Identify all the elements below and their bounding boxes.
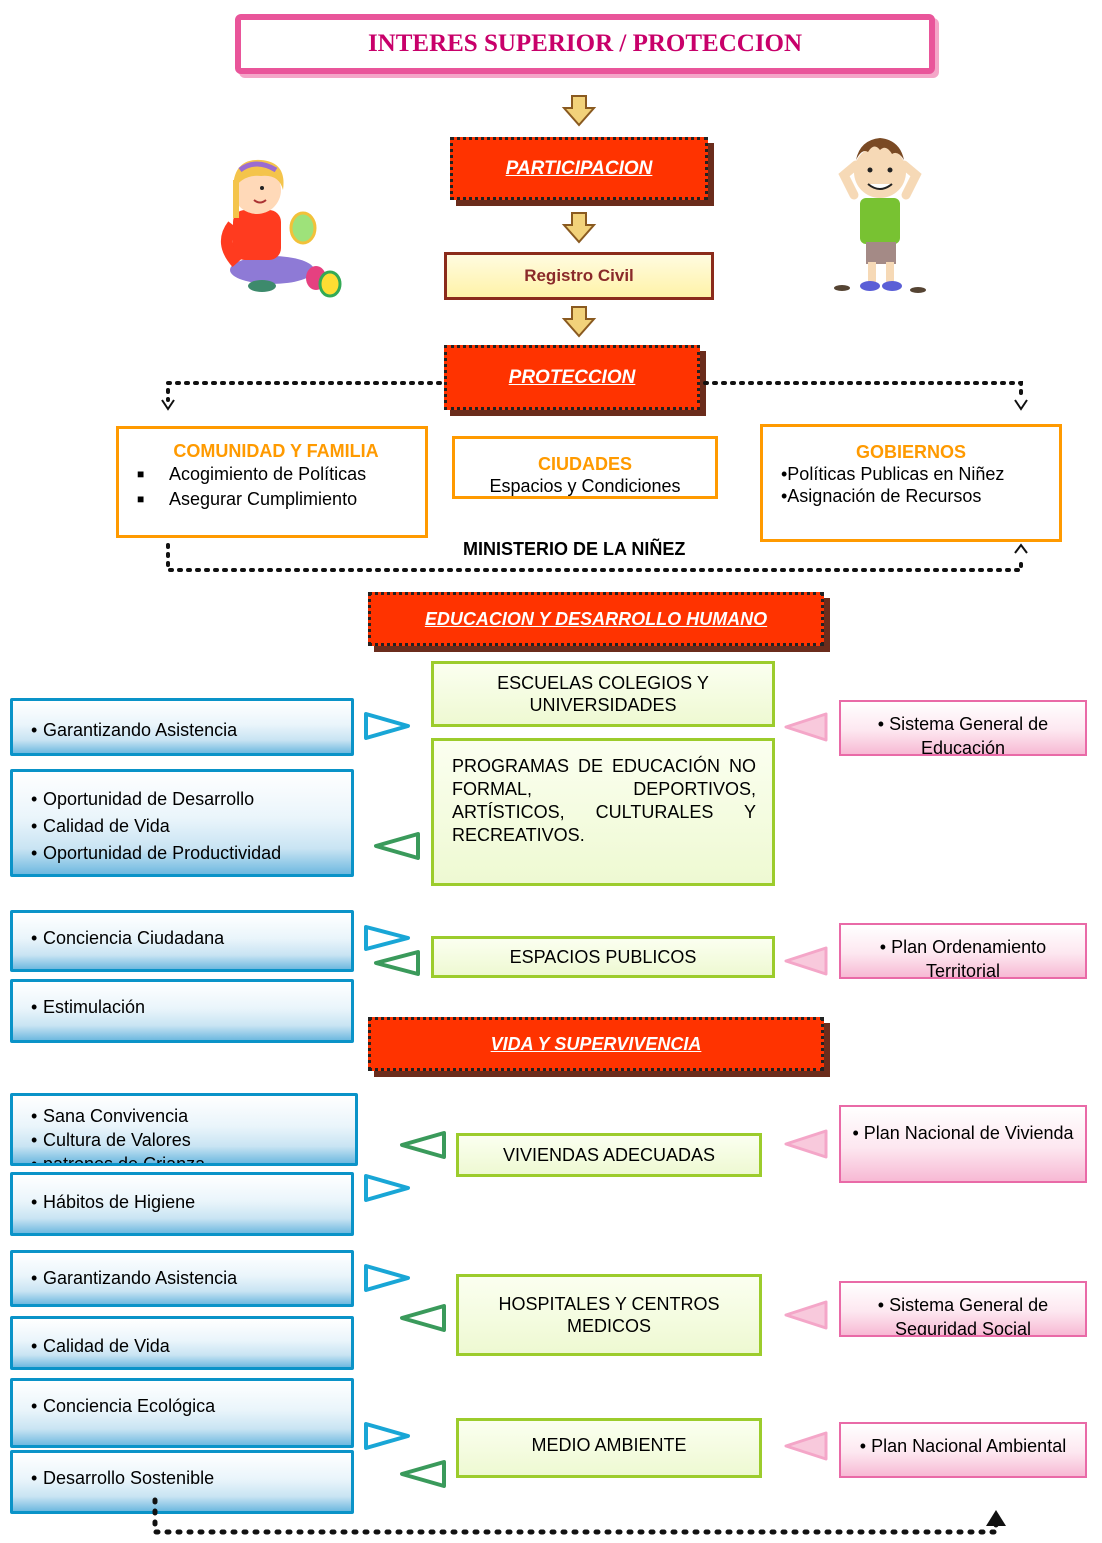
arrow-head-icon [1014, 543, 1028, 554]
arrow-right-icon [364, 1264, 410, 1292]
left-box-higiene: •Hábitos de Higiene [10, 1172, 354, 1236]
arrow-left-icon [374, 950, 420, 976]
list-item: •Conciencia Ecológica [31, 1396, 216, 1416]
comunidad-item: ■Acogimiento de Políticas [137, 464, 367, 484]
gobiernos-box: GOBIERNOS •Políticas Publicas en Niñez •… [760, 424, 1062, 542]
sistema-educacion-box: • Sistema General de Educación [839, 700, 1087, 756]
participacion-header: PARTICIPACION [450, 137, 708, 200]
list-item: •Hábitos de Higiene [31, 1192, 196, 1212]
plan-ordenamiento-box: • Plan Ordenamiento Territorial [839, 923, 1087, 979]
comunidad-title: COMUNIDAD Y FAMILIA [173, 441, 379, 461]
down-arrow-icon [561, 306, 597, 338]
medio-ambiente-box: MEDIO AMBIENTE [456, 1418, 762, 1478]
list-item: •Conciencia Ciudadana [31, 928, 225, 948]
list-item: •Calidad de Vida [31, 816, 170, 836]
educacion-header: EDUCACION Y DESARROLLO HUMANO [368, 592, 824, 646]
dotted-connector-top [166, 381, 1023, 402]
espacios-publicos-box: ESPACIOS PUBLICOS [431, 936, 775, 978]
list-item: •Estimulación [31, 997, 146, 1017]
list-item: •Sana Convivencia [31, 1106, 189, 1126]
dotted-connector-ministerio [166, 543, 1023, 572]
viviendas-box: VIVIENDAS ADECUADAS [456, 1133, 762, 1177]
arrow-head-icon [161, 399, 175, 411]
list-item: •Cultura de Valores [31, 1130, 191, 1150]
sistema-seguridad-box: • Sistema General de Seguridad Social [839, 1281, 1087, 1337]
comunidad-item: ■Asegurar Cumplimiento [137, 489, 358, 509]
list-item: •Oportunidad de Desarrollo [31, 789, 255, 809]
arrow-up-icon [986, 1510, 1006, 1526]
down-arrow-icon [561, 212, 597, 244]
gobiernos-title: GOBIERNOS [855, 442, 966, 462]
left-box-desarrollo: •Oportunidad de Desarrollo •Calidad de V… [10, 769, 354, 877]
vida-header: VIDA Y SUPERVIVENCIA [368, 1017, 824, 1071]
arrow-head-icon [1014, 399, 1028, 411]
gobiernos-item: •Asignación de Recursos [781, 486, 982, 506]
arrow-left-icon [784, 1431, 828, 1461]
ciudades-text: Espacios y Condiciones [489, 476, 681, 496]
ciudades-title: CIUDADES [537, 454, 632, 474]
arrow-left-icon [784, 946, 828, 976]
arrow-left-icon [784, 1300, 828, 1330]
gobiernos-item: •Políticas Publicas en Niñez [781, 464, 1005, 484]
arrow-right-icon [364, 925, 410, 951]
down-arrow-icon [561, 95, 597, 127]
arrow-left-icon [374, 832, 420, 860]
list-item: •Garantizando Asistencia [31, 1268, 238, 1288]
list-item: •patrones de Crianza [31, 1154, 206, 1166]
left-box-garantizando-1: •Garantizando Asistencia [10, 698, 354, 756]
list-item: •Calidad de Vida [31, 1336, 170, 1356]
arrow-right-icon [364, 1174, 410, 1202]
plan-ambiental-box: • Plan Nacional Ambiental [839, 1422, 1087, 1478]
escuelas-box: ESCUELAS COLEGIOS Y UNIVERSIDADES [431, 661, 775, 727]
dotted-connector-bottom [152, 1497, 999, 1535]
left-box-convivencia: •Sana Convivencia •Cultura de Valores •p… [10, 1093, 358, 1166]
left-box-garantizando-2: •Garantizando Asistencia [10, 1250, 354, 1307]
ciudades-box: CIUDADES Espacios y Condiciones [452, 436, 718, 499]
list-item: •Desarrollo Sostenible [31, 1468, 215, 1488]
boy-scratching-head-illustration [834, 138, 926, 293]
proteccion-header: PROTECCION [444, 345, 700, 410]
arrow-left-icon [400, 1131, 446, 1159]
programas-box: PROGRAMAS DE EDUCACIÓN NO FORMAL, DEPORT… [431, 738, 775, 886]
hospitales-box: HOSPITALES Y CENTROS MEDICOS [456, 1274, 762, 1356]
list-item: •Garantizando Asistencia [31, 720, 238, 740]
registro-civil-box: Registro Civil [444, 252, 714, 300]
left-box-sostenible: •Desarrollo Sostenible [10, 1450, 354, 1514]
arrow-left-icon [784, 712, 828, 742]
arrow-left-icon [784, 1129, 828, 1159]
left-box-ecologica: •Conciencia Ecológica [10, 1378, 354, 1448]
page-title: INTERES SUPERIOR / PROTECCION [235, 14, 935, 74]
left-box-estimulacion: •Estimulación [10, 979, 354, 1043]
comunidad-familia-box: COMUNIDAD Y FAMILIA ■Acogimiento de Polí… [116, 426, 428, 538]
girl-with-easter-egg-illustration [221, 159, 342, 298]
arrow-right-icon [364, 1422, 410, 1450]
arrow-left-icon [400, 1460, 446, 1488]
arrow-right-icon [364, 712, 410, 740]
ministerio-label: MINISTERIO DE LA NIÑEZ [463, 539, 686, 559]
left-box-calidad: •Calidad de Vida [10, 1316, 354, 1370]
list-item: •Oportunidad de Productividad [31, 843, 282, 863]
left-box-conciencia-ciudadana: •Conciencia Ciudadana [10, 910, 354, 972]
plan-vivienda-box: • Plan Nacional de Vivienda [839, 1105, 1087, 1183]
arrow-left-icon [400, 1304, 446, 1332]
